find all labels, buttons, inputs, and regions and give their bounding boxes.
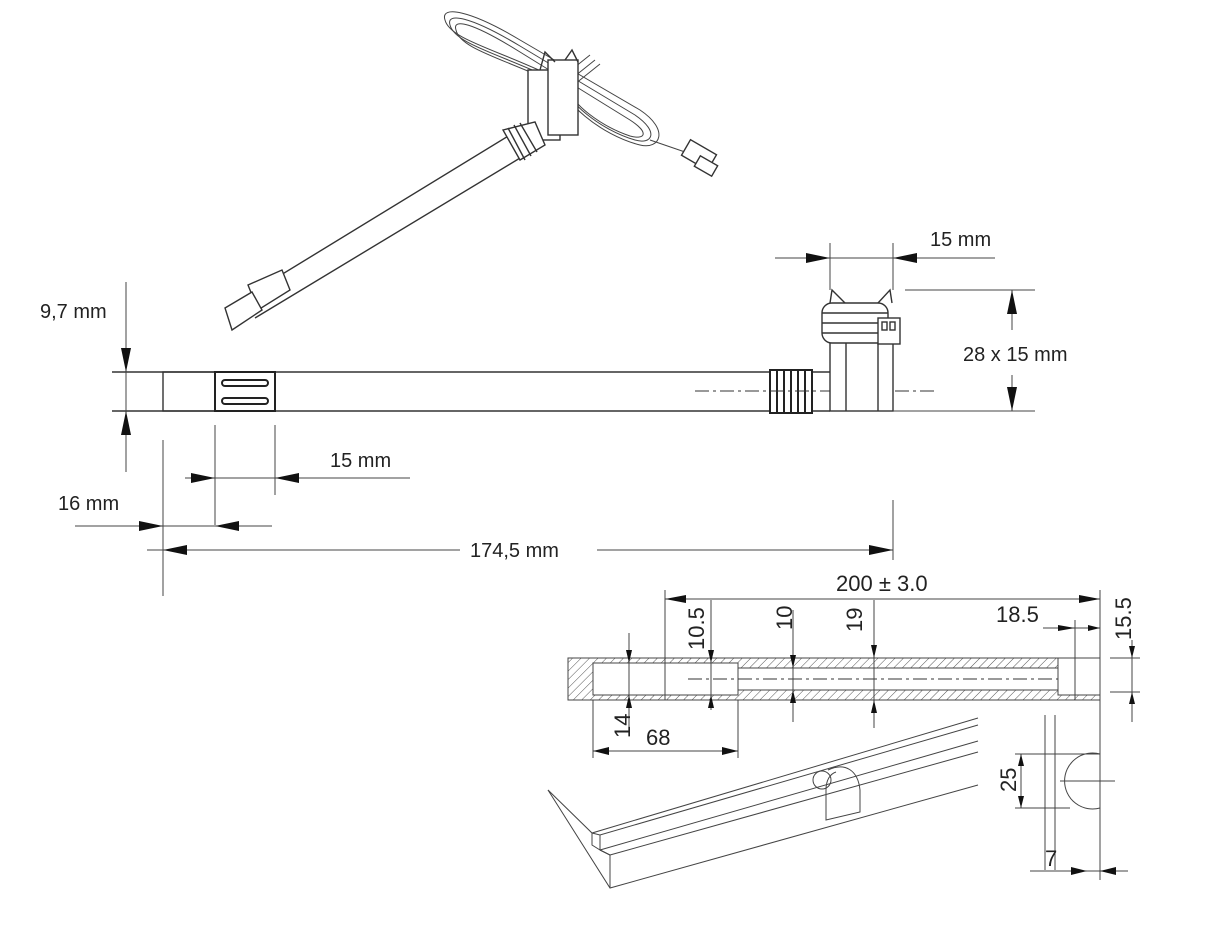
- dim-total-label: 200 ± 3.0: [836, 571, 928, 596]
- dim-18-5-label: 18.5: [996, 602, 1039, 627]
- dim-clip-size-label: 28 x 15 mm: [963, 344, 1067, 366]
- dim-19-label: 19: [842, 608, 867, 632]
- sensor-side-view: 9,7 mm 15 mm 28 x 15 mm 15 mm 16 mm: [40, 229, 1067, 596]
- dim-15-5-label: 15.5: [1111, 597, 1136, 640]
- rj-connector: [680, 138, 719, 178]
- dim-tip-length-label: 16 mm: [58, 493, 119, 515]
- dim-14-label: 14: [610, 714, 635, 738]
- sensor-probe-isometric: [224, 121, 546, 332]
- mounting-clip-side: [821, 288, 901, 412]
- sensor-grip: [214, 371, 276, 412]
- dim-grip-length-label: 15 mm: [330, 450, 391, 472]
- sensor-isometric-view: [224, 11, 719, 332]
- dim-68-label: 68: [646, 725, 670, 750]
- dim-total-length-label: 174,5 mm: [470, 540, 559, 562]
- dim-10-label: 10: [772, 606, 797, 630]
- groove-section-view: 200 ± 3.0 10.5 10 19 18.5 15.5 14 68: [567, 571, 1140, 758]
- groove-isometric-view: [547, 717, 979, 889]
- dim-7-label: 7: [1045, 846, 1057, 871]
- sensor-tip: [162, 371, 216, 412]
- dim-clip-width-label: 15 mm: [930, 229, 991, 251]
- dim-height-label: 9,7 mm: [40, 301, 107, 323]
- groove-end-view: 25 7: [996, 715, 1128, 880]
- dim-10-5-label: 10.5: [684, 607, 709, 650]
- dim-25-label: 25: [996, 768, 1021, 792]
